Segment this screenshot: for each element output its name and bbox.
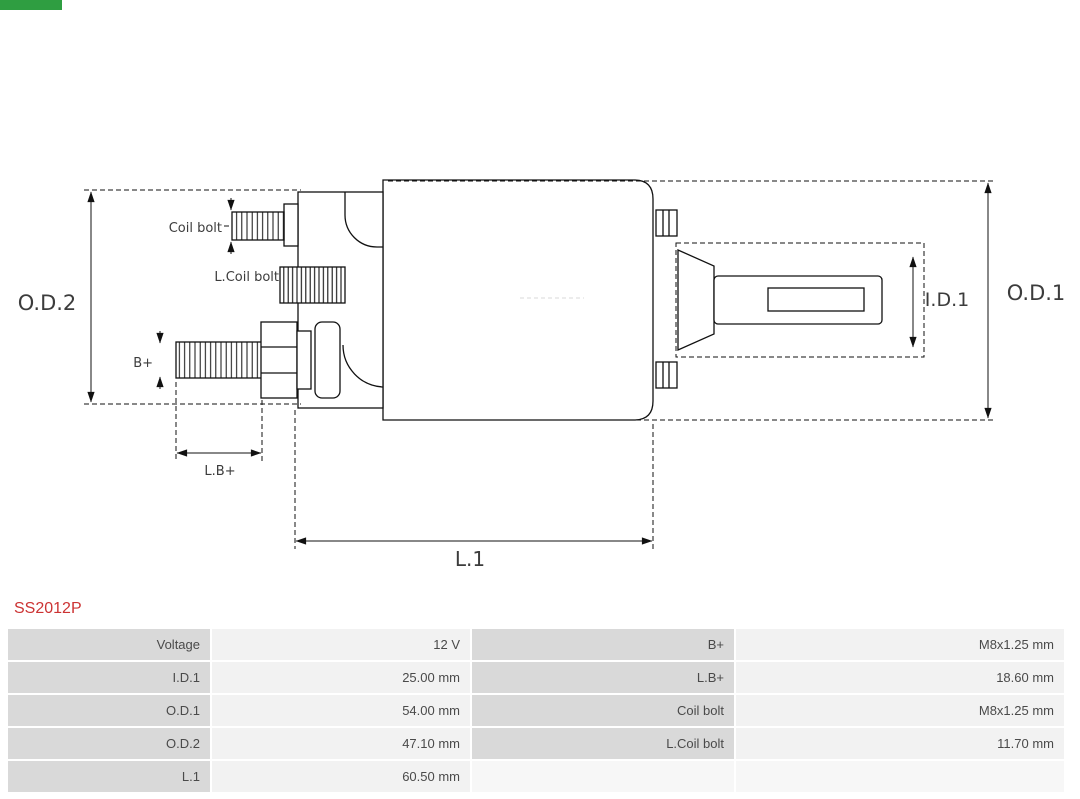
id1-label: I.D.1 (925, 289, 969, 311)
spec-label: O.D.1 (8, 695, 210, 726)
dimension-labels: O.D.2 O.D.1 I.D.1 L.1 Coil bolt L.Coil b… (18, 221, 1066, 571)
spec-label: Voltage (8, 629, 210, 660)
id1-dashed-box (675, 242, 925, 358)
spec-label: O.D.2 (8, 728, 210, 759)
spec-cell-empty (736, 761, 1064, 792)
spec-value: 47.10 mm (212, 728, 470, 759)
solenoid-outline (175, 179, 883, 421)
b-plus-insulator (314, 321, 341, 399)
coil-bolt-label: Coil bolt (169, 221, 222, 236)
spec-value: 11.70 mm (736, 728, 1064, 759)
as-pl-logo-partial (0, 0, 62, 10)
spec-value: M8x1.25 mm (736, 695, 1064, 726)
spec-label: I.D.1 (8, 662, 210, 693)
part-number: SS2012P (14, 600, 82, 617)
bracket-step-fillet (344, 192, 383, 248)
solenoid-body (382, 179, 654, 421)
coil-bolt-bushing (279, 266, 346, 304)
l1-label: L.1 (455, 547, 485, 571)
l-coil-bolt-label: L.Coil bolt (214, 270, 279, 285)
dimension-lines (84, 180, 994, 549)
spec-value: 25.00 mm (212, 662, 470, 693)
b-plus-label: B+ (133, 356, 153, 371)
bracket-lower-fillet (342, 344, 384, 388)
spec-label: L.B+ (472, 662, 734, 693)
terminal-tab-bottom (655, 361, 678, 389)
spec-label: Coil bolt (472, 695, 734, 726)
spec-cell-empty (472, 761, 734, 792)
spec-value: M8x1.25 mm (736, 629, 1064, 660)
l-b-plus-label: L.B+ (204, 464, 235, 479)
od1-label: O.D.1 (1007, 281, 1066, 305)
spec-value: 18.60 mm (736, 662, 1064, 693)
spec-label: L.1 (8, 761, 210, 792)
shaft-slot (767, 287, 865, 312)
spec-value: 60.50 mm (212, 761, 470, 792)
b-plus-nut (260, 321, 298, 399)
plunger-cone (677, 248, 715, 352)
terminal-tab-top (655, 209, 678, 237)
spec-label: L.Coil bolt (472, 728, 734, 759)
spec-value: 12 V (212, 629, 470, 660)
spec-label: B+ (472, 629, 734, 660)
spec-value: 54.00 mm (212, 695, 470, 726)
coil-bolt-washer (283, 203, 299, 247)
b-plus-washer (296, 330, 312, 390)
technical-drawing: O.D.2 O.D.1 I.D.1 L.1 Coil bolt L.Coil b… (18, 179, 1066, 571)
b-plus-stud (175, 341, 264, 379)
coil-bolt-stud (231, 211, 285, 241)
spec-table: Voltage 12 V B+ M8x1.25 mm I.D.1 25.00 m… (8, 629, 1064, 792)
od2-label: O.D.2 (18, 291, 77, 315)
